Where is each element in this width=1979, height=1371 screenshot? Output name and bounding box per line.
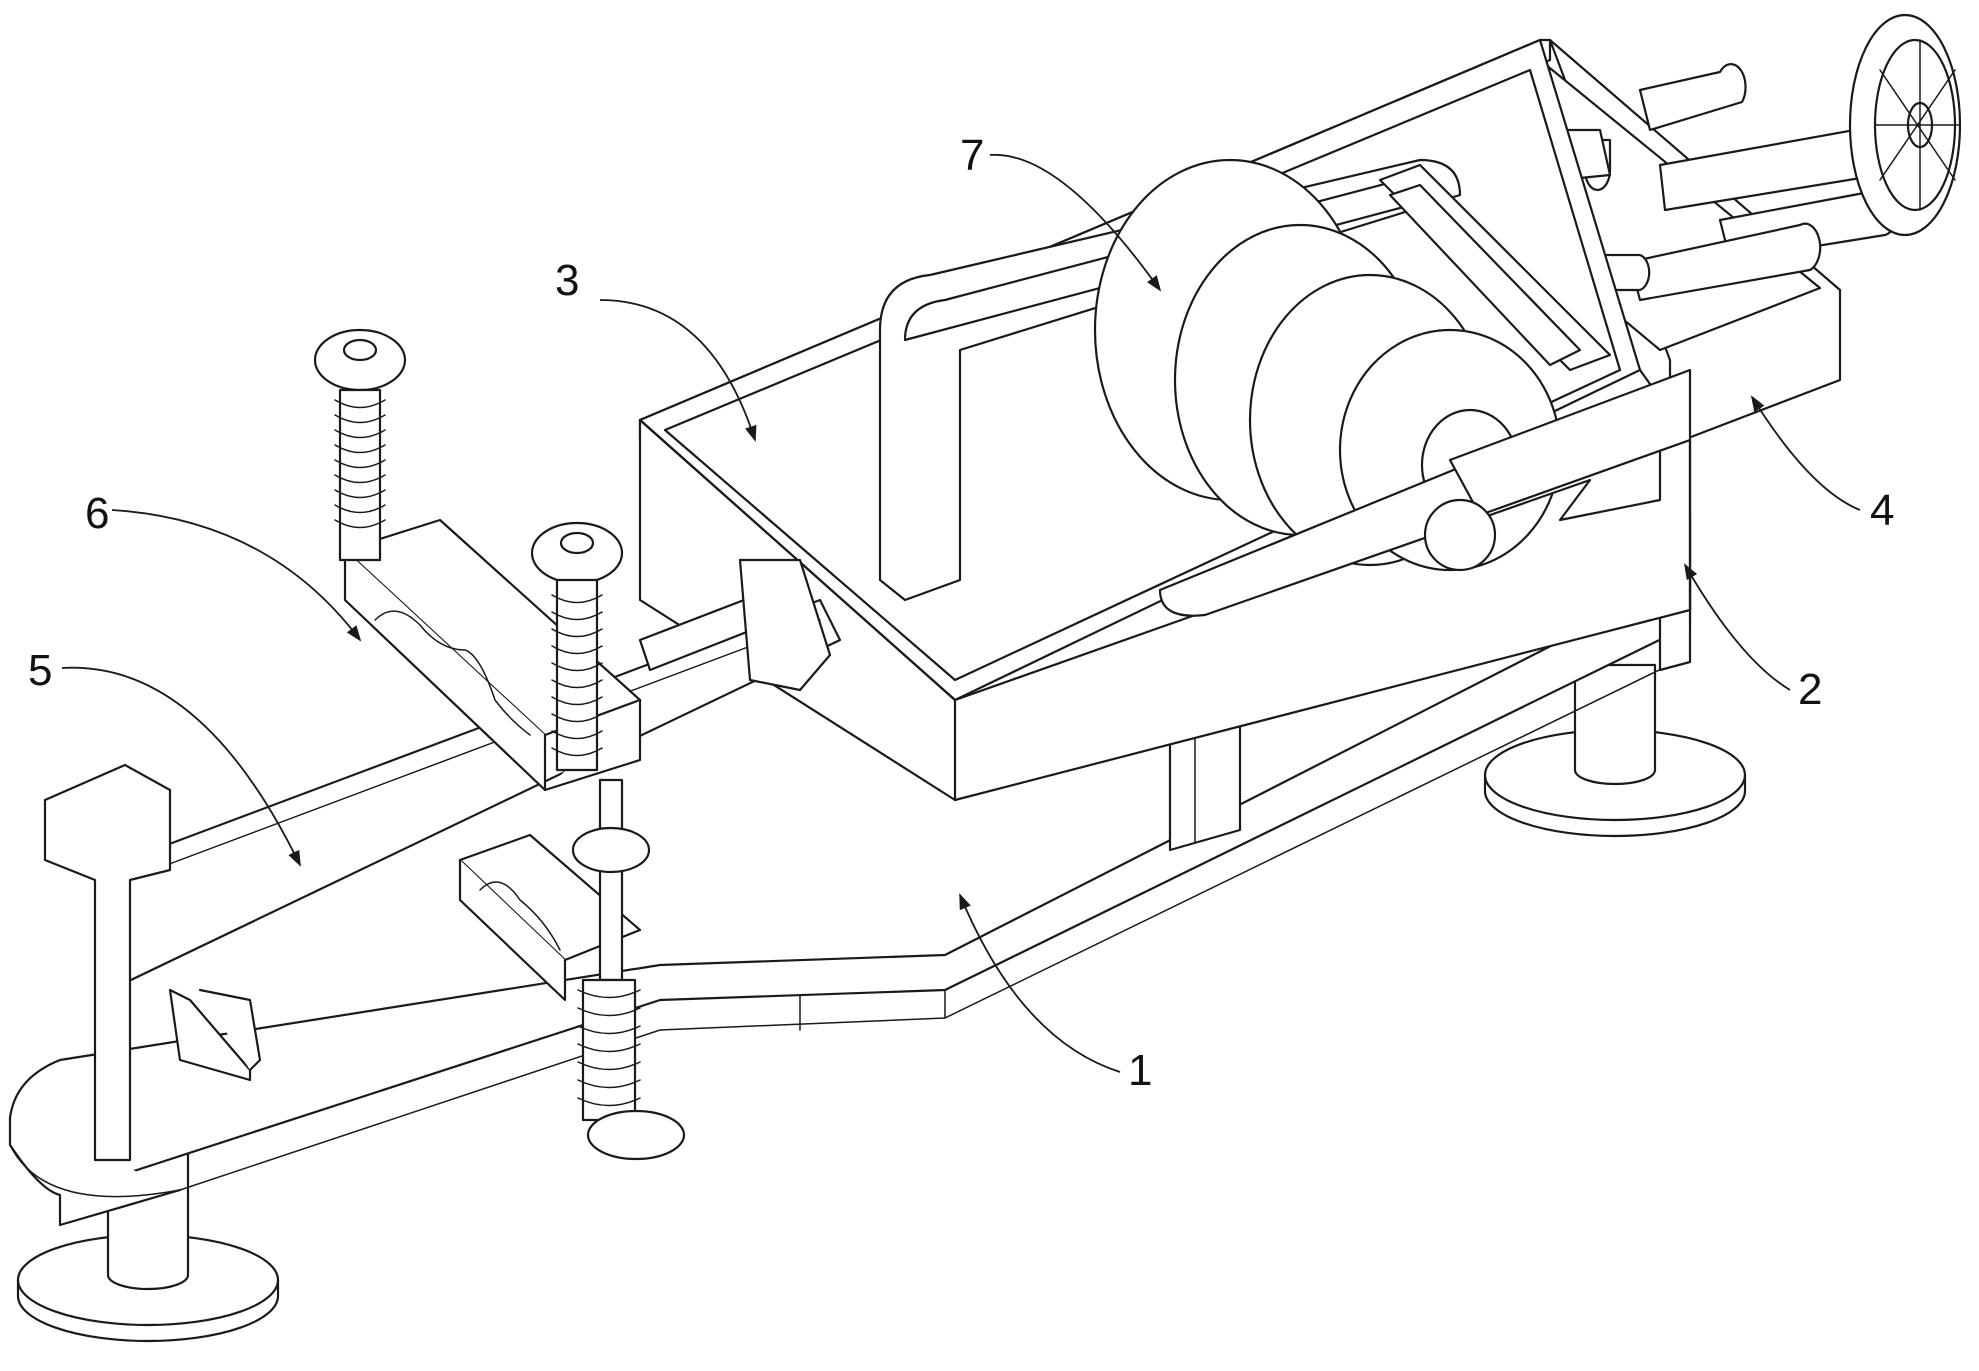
callout-3: 3 (555, 256, 579, 305)
callout-7: 7 (960, 131, 984, 180)
leader-6 (111, 509, 362, 642)
callout-4: 4 (1870, 486, 1894, 535)
callout-5: 5 (28, 646, 52, 695)
rear-clamp (1378, 163, 1612, 372)
callout-6: 6 (85, 489, 109, 538)
clamp-lower-block (458, 833, 642, 1002)
handwheel (1848, 13, 1962, 237)
base-plate (8, 573, 1692, 1227)
left-upright (43, 763, 262, 1162)
leader-2 (1683, 563, 1791, 691)
spring-bolt-right (530, 521, 686, 1161)
leader-3 (599, 299, 757, 442)
leader-4 (1750, 395, 1861, 511)
leader-5 (61, 666, 301, 867)
callout-1: 1 (1128, 1046, 1152, 1095)
leader-lines (61, 154, 1861, 1073)
callout-2: 2 (1798, 665, 1822, 714)
leader-1 (959, 893, 1121, 1073)
spring-bolt-left (313, 328, 407, 562)
callout-labels: 1 2 3 4 5 6 7 (28, 131, 1894, 1095)
roller-bracket (1158, 368, 1692, 617)
right-foot (1483, 663, 1747, 838)
leader-7 (989, 154, 1162, 292)
